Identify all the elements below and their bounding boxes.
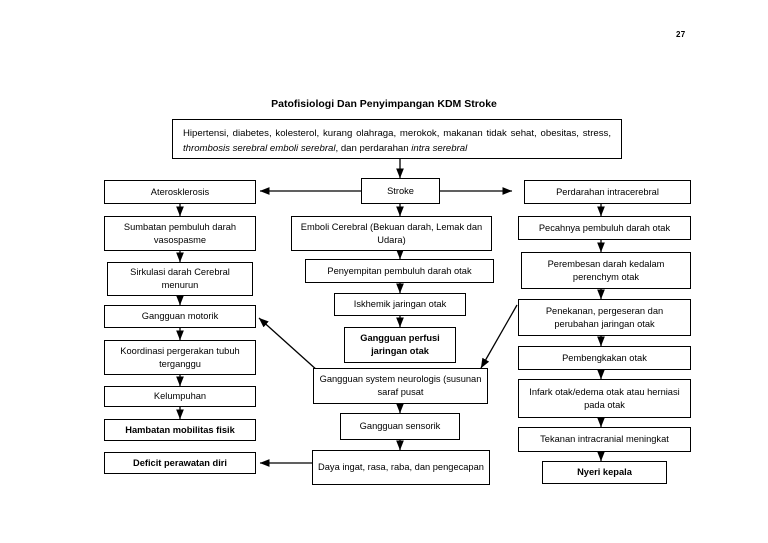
node-pembengkakan-label: Pembengkakan otak bbox=[562, 352, 647, 363]
risk-line-2a: obesitas, stress, bbox=[540, 128, 611, 139]
risk-line-2d: intra serebral bbox=[411, 142, 468, 154]
node-sirkulasi-darah-cerebral: Sirkulasi darah Cerebral menurun bbox=[107, 262, 253, 296]
node-sensorik-label: Gangguan sensorik bbox=[359, 421, 441, 432]
node-kelumpuhan: Kelumpuhan bbox=[104, 386, 256, 407]
node-deficit-label: Deficit perawatan diri bbox=[132, 457, 228, 468]
node-pecahnya-label: Pecahnya pembuluh darah otak bbox=[538, 222, 671, 233]
node-nyeri-label: Nyeri kepala bbox=[577, 467, 632, 478]
node-infark-otak: Infark otak/edema otak atau herniasi pad… bbox=[518, 379, 691, 418]
node-gangguan-perfusi-jaringan-otak: Gangguan perfusi jaringan otak bbox=[344, 327, 456, 363]
node-perembesan-darah: Perembesan darah kedalam perenchym otak bbox=[521, 252, 691, 289]
node-aterosklerosis-label: Aterosklerosis bbox=[150, 186, 210, 197]
node-neurologis-label: Gangguan system neurologis (susunan sara… bbox=[319, 374, 482, 397]
node-koordinasi-label: Koordinasi pergerakan tubuh terganggu bbox=[120, 345, 240, 369]
node-iskhemik-jaringan-otak: Iskhemik jaringan otak bbox=[334, 293, 466, 316]
node-hambatan-label: Hambatan mobilitas fisik bbox=[125, 424, 235, 435]
node-kelumpuhan-label: Kelumpuhan bbox=[153, 391, 207, 402]
node-gangguan-sensorik: Gangguan sensorik bbox=[340, 413, 460, 440]
node-pecahnya-pembuluh-darah-otak: Pecahnya pembuluh darah otak bbox=[518, 216, 691, 240]
node-risk-factors: Hipertensi, diabetes, kolesterol, kurang… bbox=[172, 119, 622, 159]
node-daya-ingat: Daya ingat, rasa, raba, dan pengecapan bbox=[312, 450, 490, 485]
node-tekanan-intracranial: Tekanan intracranial meningkat bbox=[518, 427, 691, 452]
node-motorik-label: Gangguan motorik bbox=[141, 311, 219, 322]
node-penekanan-label: Penekanan, pergeseran dan perubahan jari… bbox=[545, 305, 664, 329]
node-deficit-perawatan-diri: Deficit perawatan diri bbox=[104, 452, 256, 474]
node-koordinasi-pergerakan: Koordinasi pergerakan tubuh terganggu bbox=[104, 340, 256, 375]
node-penekanan-pergeseran: Penekanan, pergeseran dan perubahan jari… bbox=[518, 299, 691, 336]
arrow-neurologis-to-motorik bbox=[258, 317, 319, 372]
node-nyeri-kepala: Nyeri kepala bbox=[542, 461, 667, 484]
node-gangguan-system-neurologis: Gangguan system neurologis (susunan sara… bbox=[313, 368, 488, 404]
risk-line-2b: thrombosis serebral emboli serebral bbox=[183, 142, 336, 154]
page-number: 27 bbox=[676, 30, 686, 39]
arrow-penekanan-to-neurologis bbox=[480, 304, 518, 369]
node-emboli-cerebral: Emboli Cerebral (Bekuan darah, Lemak dan… bbox=[291, 216, 492, 251]
node-iskhemik-label: Iskhemik jaringan otak bbox=[353, 299, 447, 310]
node-penyempitan-pembuluh-darah-otak: Penyempitan pembuluh darah otak bbox=[305, 259, 494, 283]
node-sumbatan-label: Sumbatan pembuluh darah vasospasme bbox=[123, 221, 237, 245]
node-aterosklerosis: Aterosklerosis bbox=[104, 180, 256, 204]
risk-line-1: Hipertensi, diabetes, kolesterol, kurang… bbox=[183, 128, 537, 139]
node-infark-label: Infark otak/edema otak atau herniasi pad… bbox=[529, 386, 680, 410]
node-stroke-label: Stroke bbox=[387, 185, 414, 196]
risk-line-2c: , dan perdarahan bbox=[335, 142, 412, 154]
node-perfusi-label: Gangguan perfusi jaringan otak bbox=[360, 333, 440, 356]
node-perdarahan-intracerebral: Perdarahan intracerebral bbox=[524, 180, 691, 204]
node-pembengkakan-otak: Pembengkakan otak bbox=[518, 346, 691, 370]
node-gangguan-motorik: Gangguan motorik bbox=[104, 305, 256, 328]
node-tekanan-label: Tekanan intracranial meningkat bbox=[540, 434, 669, 445]
node-emboli-label: Emboli Cerebral (Bekuan darah, Lemak dan… bbox=[300, 221, 483, 245]
node-sirkulasi-label: Sirkulasi darah Cerebral menurun bbox=[130, 267, 230, 290]
diagram-title: Patofisiologi Dan Penyimpangan KDM Strok… bbox=[271, 98, 497, 110]
node-perdarahan-label: Perdarahan intracerebral bbox=[556, 186, 659, 197]
node-hambatan-mobilitas-fisik: Hambatan mobilitas fisik bbox=[104, 419, 256, 441]
node-perembesan-label: Perembesan darah kedalam perenchym otak bbox=[547, 258, 665, 282]
node-penyempitan-label: Penyempitan pembuluh darah otak bbox=[327, 265, 472, 276]
node-sumbatan-pembuluh-darah: Sumbatan pembuluh darah vasospasme bbox=[104, 216, 256, 251]
node-stroke: Stroke bbox=[361, 178, 440, 204]
node-daya-label: Daya ingat, rasa, raba, dan pengecapan bbox=[318, 462, 484, 473]
